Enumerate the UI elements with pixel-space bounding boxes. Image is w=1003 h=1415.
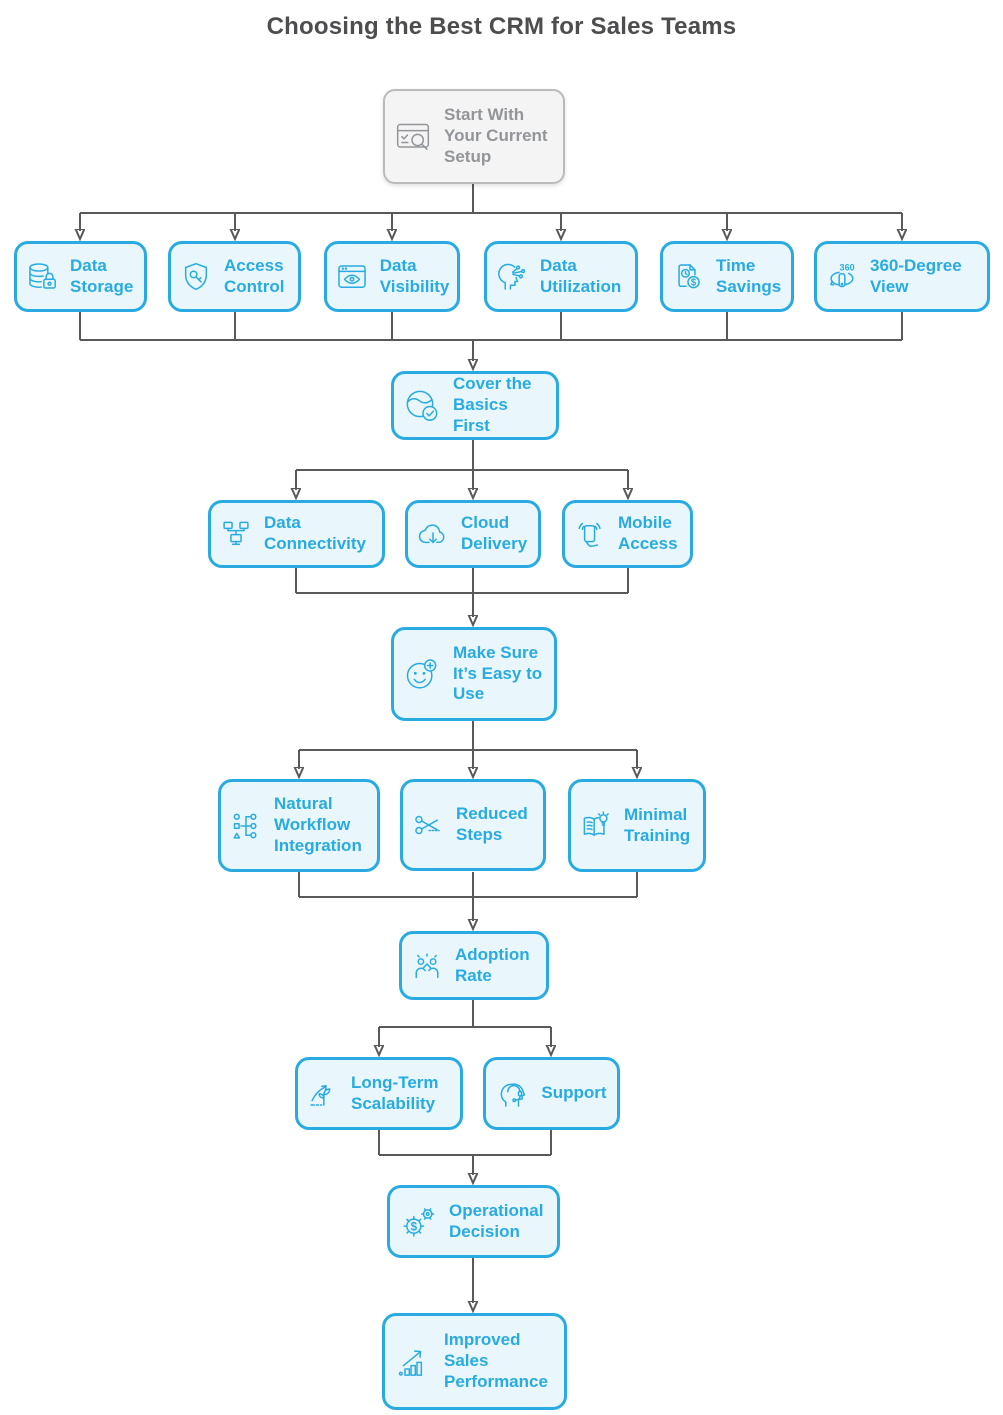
audit-window-icon <box>393 117 433 157</box>
shield-key-icon <box>179 260 213 294</box>
node-label: Make Sure It’s Easy to Use <box>453 642 543 704</box>
node-label: Natural Workflow Integration <box>274 794 362 855</box>
node-time-savings: $ Time Savings <box>660 241 794 312</box>
node-label: Mobile Access <box>618 513 678 553</box>
node-label: Long-Term Scalability <box>351 1072 439 1113</box>
node-longterm-scalability: Long-Term Scalability <box>295 1057 463 1130</box>
document-clock-dollar-icon: $ <box>671 260 705 294</box>
node-natural-workflow: Natural Workflow Integration <box>218 779 380 872</box>
node-label: Operational Decision <box>449 1200 544 1241</box>
node-data-utilization: Data Utilization <box>484 241 638 312</box>
node-data-visibility: Data Visibility <box>324 241 460 312</box>
360-view-icon: 360 <box>825 260 859 294</box>
node-adoption-rate: Adoption Rate <box>399 931 549 1000</box>
window-eye-icon <box>335 260 369 294</box>
node-label: 360-Degree View <box>870 255 962 296</box>
network-desks-icon <box>219 517 253 551</box>
node-label: Data Visibility <box>379 255 450 296</box>
node-cloud-delivery: Cloud Delivery <box>405 500 541 568</box>
node-start-current-setup: Start With Your Current Setup <box>383 89 565 184</box>
node-data-storage: Data Storage <box>14 241 147 312</box>
node-label: Access Control <box>224 255 285 296</box>
database-lock-icon <box>25 260 59 294</box>
head-circuit-icon <box>495 260 529 294</box>
node-label: Support <box>541 1083 607 1103</box>
smiley-plus-icon <box>402 654 442 694</box>
growth-chart-icon <box>393 1342 433 1382</box>
phone-hand-icon <box>573 517 607 551</box>
node-reduced-steps: Reduced Steps <box>400 779 546 871</box>
node-improved-sales: Improved Sales Performance <box>382 1313 567 1410</box>
book-lightbulb-icon <box>579 809 613 843</box>
node-label: Data Storage <box>70 255 134 296</box>
cloud-download-icon <box>416 517 450 551</box>
node-support: Support <box>483 1057 620 1130</box>
node-access-control: Access Control <box>168 241 301 312</box>
gear-dollar-icon: $ <box>398 1202 438 1242</box>
node-label: Improved Sales Performance <box>444 1330 548 1391</box>
node-easy-to-use: Make Sure It’s Easy to Use <box>391 627 557 721</box>
growth-plant-arrow-icon <box>306 1077 340 1111</box>
node-cover-basics: Cover the Basics First <box>391 371 559 440</box>
svg-text:360: 360 <box>840 262 855 272</box>
svg-text:$: $ <box>411 1220 418 1233</box>
node-label: Cloud Delivery <box>461 513 528 553</box>
team-highfive-icon <box>410 949 444 983</box>
node-label: Data Connectivity <box>264 513 367 553</box>
node-minimal-training: Minimal Training <box>568 779 706 872</box>
node-label: Time Savings <box>716 255 782 296</box>
node-data-connectivity: Data Connectivity <box>208 500 385 568</box>
headset-support-icon <box>496 1077 530 1111</box>
node-360-degree-view: 360 360-Degree View <box>814 241 990 312</box>
workflow-icon <box>229 809 263 843</box>
node-label: Reduced Steps <box>456 804 528 844</box>
node-label: Cover the Basics First <box>453 374 532 435</box>
node-label: Data Utilization <box>540 255 622 296</box>
node-label: Start With Your Current Setup <box>444 105 548 166</box>
page-title: Choosing the Best CRM for Sales Teams <box>266 13 737 40</box>
basics-check-icon <box>402 386 442 426</box>
node-label: Adoption Rate <box>455 944 530 985</box>
node-operational-decision: $ Operational Decision <box>387 1185 560 1258</box>
node-mobile-access: Mobile Access <box>562 500 693 568</box>
scissors-icon <box>411 808 445 842</box>
svg-text:$: $ <box>691 277 697 288</box>
node-label: Minimal Training <box>624 804 691 845</box>
